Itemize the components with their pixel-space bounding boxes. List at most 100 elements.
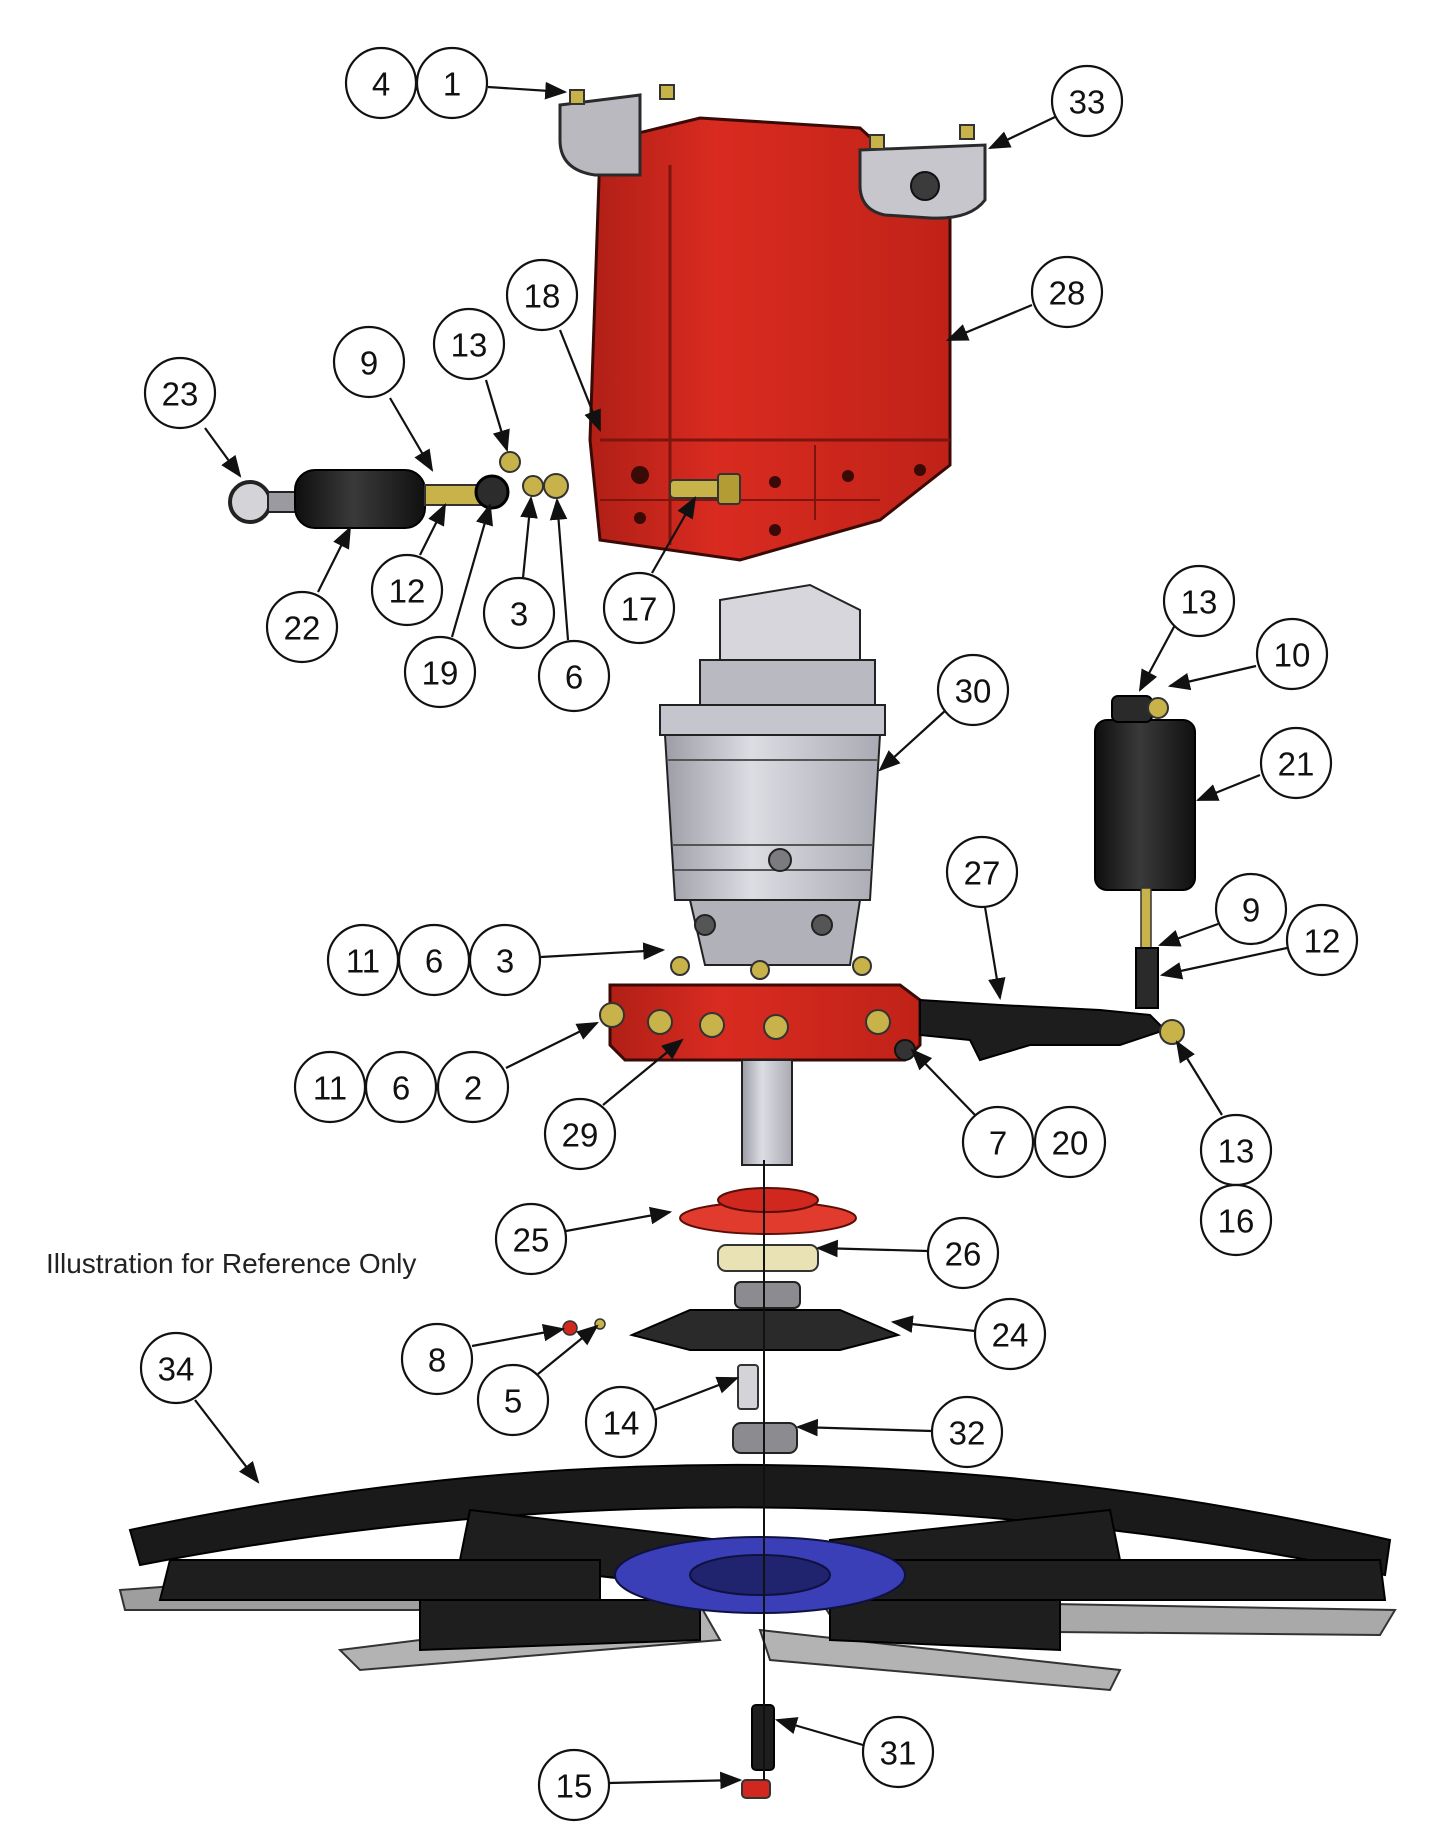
callout-circle	[537, 1748, 611, 1822]
callout-circle	[1214, 872, 1288, 946]
callout-circle	[1050, 64, 1124, 138]
callout-number: 32	[949, 1415, 986, 1452]
leader-line-29	[602, 1038, 684, 1106]
callout-number: 28	[1049, 275, 1086, 312]
callout-circle	[476, 1363, 550, 1437]
callout-27: 27	[945, 835, 1019, 909]
callout-16: 16	[1199, 1183, 1273, 1257]
callout-29: 29	[543, 1097, 617, 1171]
callout-number: 6	[392, 1070, 410, 1107]
callout-circle	[1255, 617, 1329, 691]
callout-26: 26	[926, 1216, 1000, 1290]
callout-14: 14	[584, 1385, 658, 1459]
callout-13: 13	[1199, 1113, 1273, 1187]
leader-line-31	[774, 1717, 864, 1747]
callout-number: 33	[1069, 84, 1106, 121]
leader-line-7	[910, 1048, 976, 1116]
callout-17: 17	[602, 571, 676, 645]
callout-number: 5	[504, 1383, 522, 1420]
leader-line-14	[653, 1376, 740, 1412]
callout-circle	[344, 46, 418, 120]
callout-circle	[468, 923, 542, 997]
callout-4: 4	[344, 46, 418, 120]
leader-lines	[194, 81, 1288, 1790]
callout-number: 21	[1278, 746, 1315, 783]
callout-number: 11	[346, 943, 380, 980]
callout-circle	[936, 653, 1010, 727]
leader-line-1	[487, 81, 568, 100]
callout-number: 24	[992, 1317, 1029, 1354]
callout-1: 1	[415, 46, 489, 120]
callout-10: 10	[1255, 617, 1329, 691]
callout-13: 13	[1162, 564, 1236, 638]
gearbox-30	[659, 583, 886, 966]
callout-number: 30	[955, 673, 992, 710]
callout-circle	[1199, 1183, 1273, 1257]
leader-line-32	[795, 1418, 933, 1437]
callout-24: 24	[973, 1297, 1047, 1371]
leader-line-3	[520, 495, 538, 579]
callout-32: 32	[930, 1395, 1004, 1469]
callout-circle	[973, 1297, 1047, 1371]
leader-line-21	[1195, 773, 1261, 802]
rotor-34	[118, 1463, 1397, 1692]
callout-circle	[332, 325, 406, 399]
arm-27-cylinder-21	[919, 695, 1196, 1062]
callout-circle	[930, 1395, 1004, 1469]
callout-31: 31	[861, 1715, 935, 1789]
leader-line-18	[558, 329, 602, 433]
callout-number: 31	[880, 1735, 917, 1772]
callout-circle	[139, 1331, 213, 1405]
callout-3: 3	[482, 576, 556, 650]
callout-34: 34	[139, 1331, 213, 1405]
callout-circle	[1285, 903, 1359, 977]
callout-7: 7	[961, 1105, 1035, 1179]
callout-number: 20	[1052, 1125, 1089, 1162]
callout-circle	[265, 590, 339, 664]
callout-circle	[584, 1385, 658, 1459]
callout-number: 8	[428, 1342, 446, 1379]
callout-circle	[143, 356, 217, 430]
callout-18: 18	[505, 258, 579, 332]
callout-number: 27	[964, 855, 1001, 892]
callout-number: 12	[1304, 923, 1341, 960]
flange-29	[599, 956, 922, 1166]
leader-line-34	[194, 1399, 260, 1484]
reference-note: Illustration for Reference Only	[46, 1248, 417, 1279]
leader-line-33	[988, 116, 1056, 149]
leader-line-27	[983, 906, 1006, 1001]
callout-number: 7	[989, 1125, 1007, 1162]
callout-number: 17	[621, 591, 658, 628]
callout-number: 11	[313, 1070, 347, 1107]
callout-number: 10	[1274, 637, 1311, 674]
callout-circle	[945, 835, 1019, 909]
callout-number: 13	[1218, 1133, 1255, 1170]
leader-line-24	[890, 1315, 976, 1333]
callout-circle	[1030, 255, 1104, 329]
callout-15: 15	[537, 1748, 611, 1822]
callout-number: 6	[565, 659, 583, 696]
callout-number: 3	[496, 943, 514, 980]
callout-21: 21	[1259, 726, 1333, 800]
callout-12: 12	[370, 553, 444, 627]
callout-circle	[494, 1202, 568, 1276]
callout-number: 34	[158, 1351, 195, 1388]
callout-circle	[432, 307, 506, 381]
callout-number: 14	[603, 1405, 640, 1442]
callout-22: 22	[265, 590, 339, 664]
callout-circle	[400, 1322, 474, 1396]
leader-line-6	[549, 497, 570, 641]
callout-circle	[537, 639, 611, 713]
callout-9: 9	[332, 325, 406, 399]
leader-line-15	[608, 1771, 743, 1790]
callout-circle	[403, 635, 477, 709]
leader-line-12	[419, 503, 446, 556]
leader-line-28	[945, 303, 1033, 342]
callout-number: 18	[524, 278, 561, 315]
callout-number: 9	[1242, 892, 1260, 929]
cylinder-22-assembly	[228, 451, 569, 529]
callout-3: 3	[468, 923, 542, 997]
callout-circle	[861, 1715, 935, 1789]
